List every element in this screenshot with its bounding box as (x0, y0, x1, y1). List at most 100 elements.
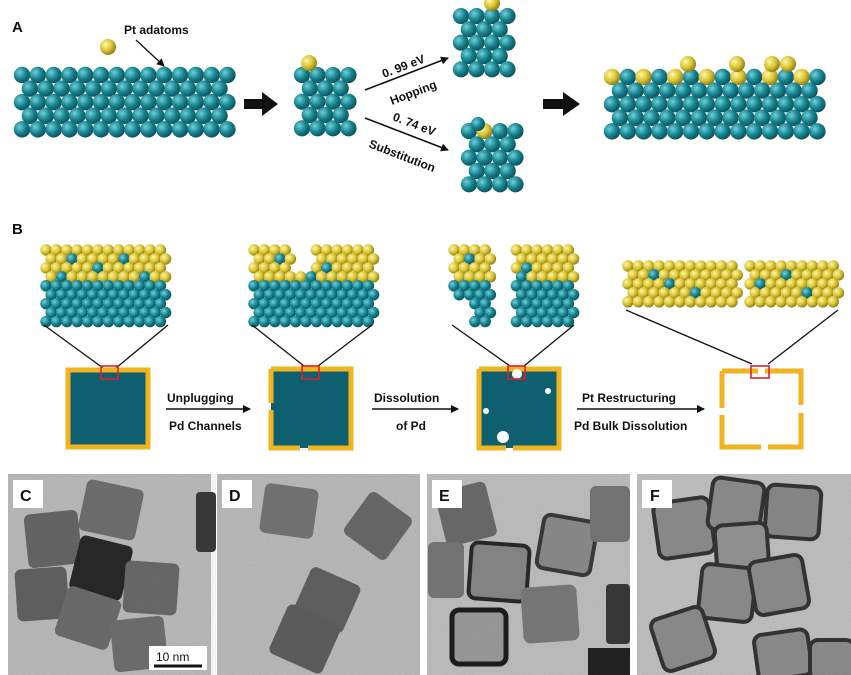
pd-atom (123, 280, 135, 292)
pt-atom (744, 296, 756, 308)
step-2-label-top: Dissolution (374, 391, 439, 405)
pd-atom-raised (471, 117, 485, 131)
pd-atom (552, 297, 564, 310)
pt-atom (726, 278, 738, 290)
pd-atom (491, 122, 509, 140)
pd-atom (483, 61, 501, 78)
pt-atom (149, 271, 161, 283)
pd-atom (761, 123, 779, 140)
pd-atom (305, 306, 317, 319)
pt-atom (526, 271, 538, 283)
pt-atom (632, 260, 645, 272)
pt-atom (791, 269, 803, 281)
pd-atom (124, 66, 141, 84)
pd-atom (219, 93, 236, 111)
pt-atom (336, 253, 349, 265)
pd-atom (163, 80, 181, 97)
pt-atom (785, 296, 798, 308)
pd-atom (300, 297, 312, 310)
pt-atom (284, 271, 297, 283)
substitution-energy-label: 0. 74 eV (391, 110, 438, 139)
pd-atom (171, 66, 189, 84)
pd-atom (651, 68, 668, 86)
pt-atom (469, 262, 481, 274)
pd-atom (463, 289, 476, 301)
pd-atom (300, 315, 312, 328)
pd-atom (510, 297, 523, 310)
pd-atom (92, 315, 104, 328)
pd-atom (331, 280, 343, 292)
pt-atom (107, 253, 120, 265)
pd-atom (159, 306, 172, 319)
pd-atom (171, 93, 189, 111)
pd-atom (510, 280, 523, 292)
pd-atom (124, 93, 141, 111)
pd-atom (483, 34, 501, 51)
pt-atom (806, 260, 819, 272)
pd-atom (140, 66, 157, 84)
pt-atom (144, 244, 156, 256)
pt-atom (159, 253, 172, 265)
pd-atom (269, 297, 281, 310)
pt-atom (87, 271, 99, 283)
pd-atom (140, 93, 157, 111)
pd-atom (263, 289, 276, 301)
pd-atom (491, 21, 508, 38)
pd-atom (336, 289, 349, 301)
pd-atom (92, 66, 110, 84)
pt-atom (45, 253, 57, 265)
pd-atom (690, 109, 708, 126)
pt-atom (715, 296, 728, 308)
pt-atom (811, 269, 824, 281)
adatom-pointer-arrow (135, 39, 165, 67)
pd-atom (468, 136, 485, 153)
pd-atom (128, 289, 141, 301)
pd-atom (66, 253, 78, 265)
pt-atom (730, 68, 747, 86)
pt-atom (352, 244, 364, 256)
pd-atom (627, 109, 644, 126)
pt-atom (801, 269, 813, 281)
pd-atom (37, 107, 54, 124)
pd-atom (309, 93, 326, 110)
pd-atom (619, 95, 637, 113)
pd-atom (326, 289, 338, 301)
pd-atom (714, 123, 731, 140)
pd-atom (81, 280, 94, 292)
pt-atom (765, 296, 777, 308)
pt-atom (510, 262, 523, 274)
pt-atom (97, 253, 109, 265)
pd-atom (648, 269, 660, 281)
pd-atom (279, 280, 291, 292)
pd-atom (29, 93, 47, 111)
pt-atom (321, 244, 333, 256)
pt-atom (469, 244, 481, 256)
pt-atom (50, 262, 63, 274)
pd-atom (21, 107, 39, 124)
pd-atom (258, 315, 271, 328)
pd-atom (331, 315, 343, 328)
pt-atom (341, 244, 354, 256)
pt-atom (796, 296, 808, 308)
pd-atom (195, 80, 212, 97)
pt-atom (832, 269, 845, 281)
pd-atom (780, 269, 793, 281)
pd-atom (491, 149, 509, 166)
pd-atom (40, 315, 52, 328)
pt-atom (679, 287, 691, 299)
pd-atom (753, 109, 771, 126)
pt-atom (128, 271, 141, 283)
pd-atom (452, 34, 470, 51)
pt-atom (279, 244, 291, 256)
pd-atom (118, 253, 130, 265)
tem-image-e: E (427, 474, 630, 675)
pd-atom (619, 68, 637, 86)
pd-atom (714, 95, 731, 113)
pd-atom (567, 306, 580, 319)
substitution-arrow (364, 117, 449, 152)
pd-atom (809, 68, 826, 86)
pd-atom (809, 95, 826, 113)
pt-atom (632, 296, 645, 308)
pt-atom (453, 253, 465, 265)
panel-c-letter: C (20, 488, 32, 505)
